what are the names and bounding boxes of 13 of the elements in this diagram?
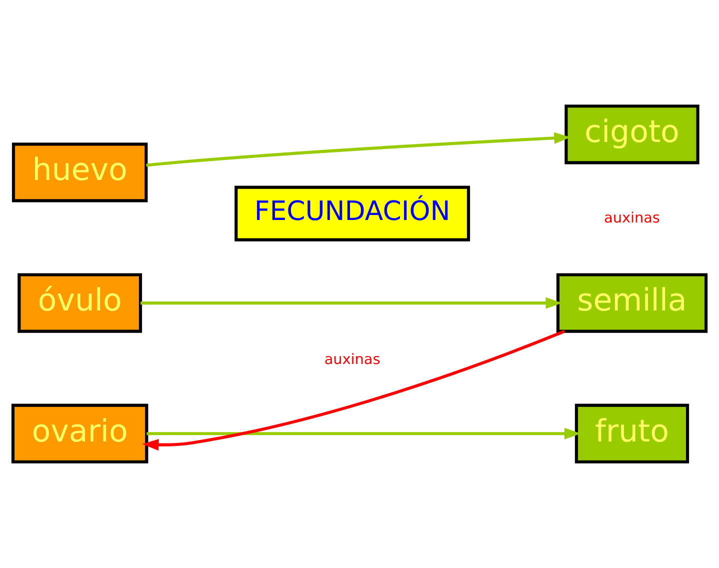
node-box: ovario (11, 404, 148, 464)
node-box: semilla (556, 273, 708, 333)
node-box: huevo (12, 142, 148, 202)
arrow (146, 132, 571, 167)
node-box: FECUNDACIÓN (234, 186, 470, 242)
node-box: óvulo (18, 273, 142, 333)
label: auxinas (604, 210, 660, 227)
arrow (146, 428, 581, 440)
arrow (142, 330, 566, 451)
arrow (140, 297, 562, 309)
node-box: fruto (574, 404, 690, 464)
edge-label: auxinas (324, 352, 380, 368)
node-box: cigoto (564, 104, 700, 164)
